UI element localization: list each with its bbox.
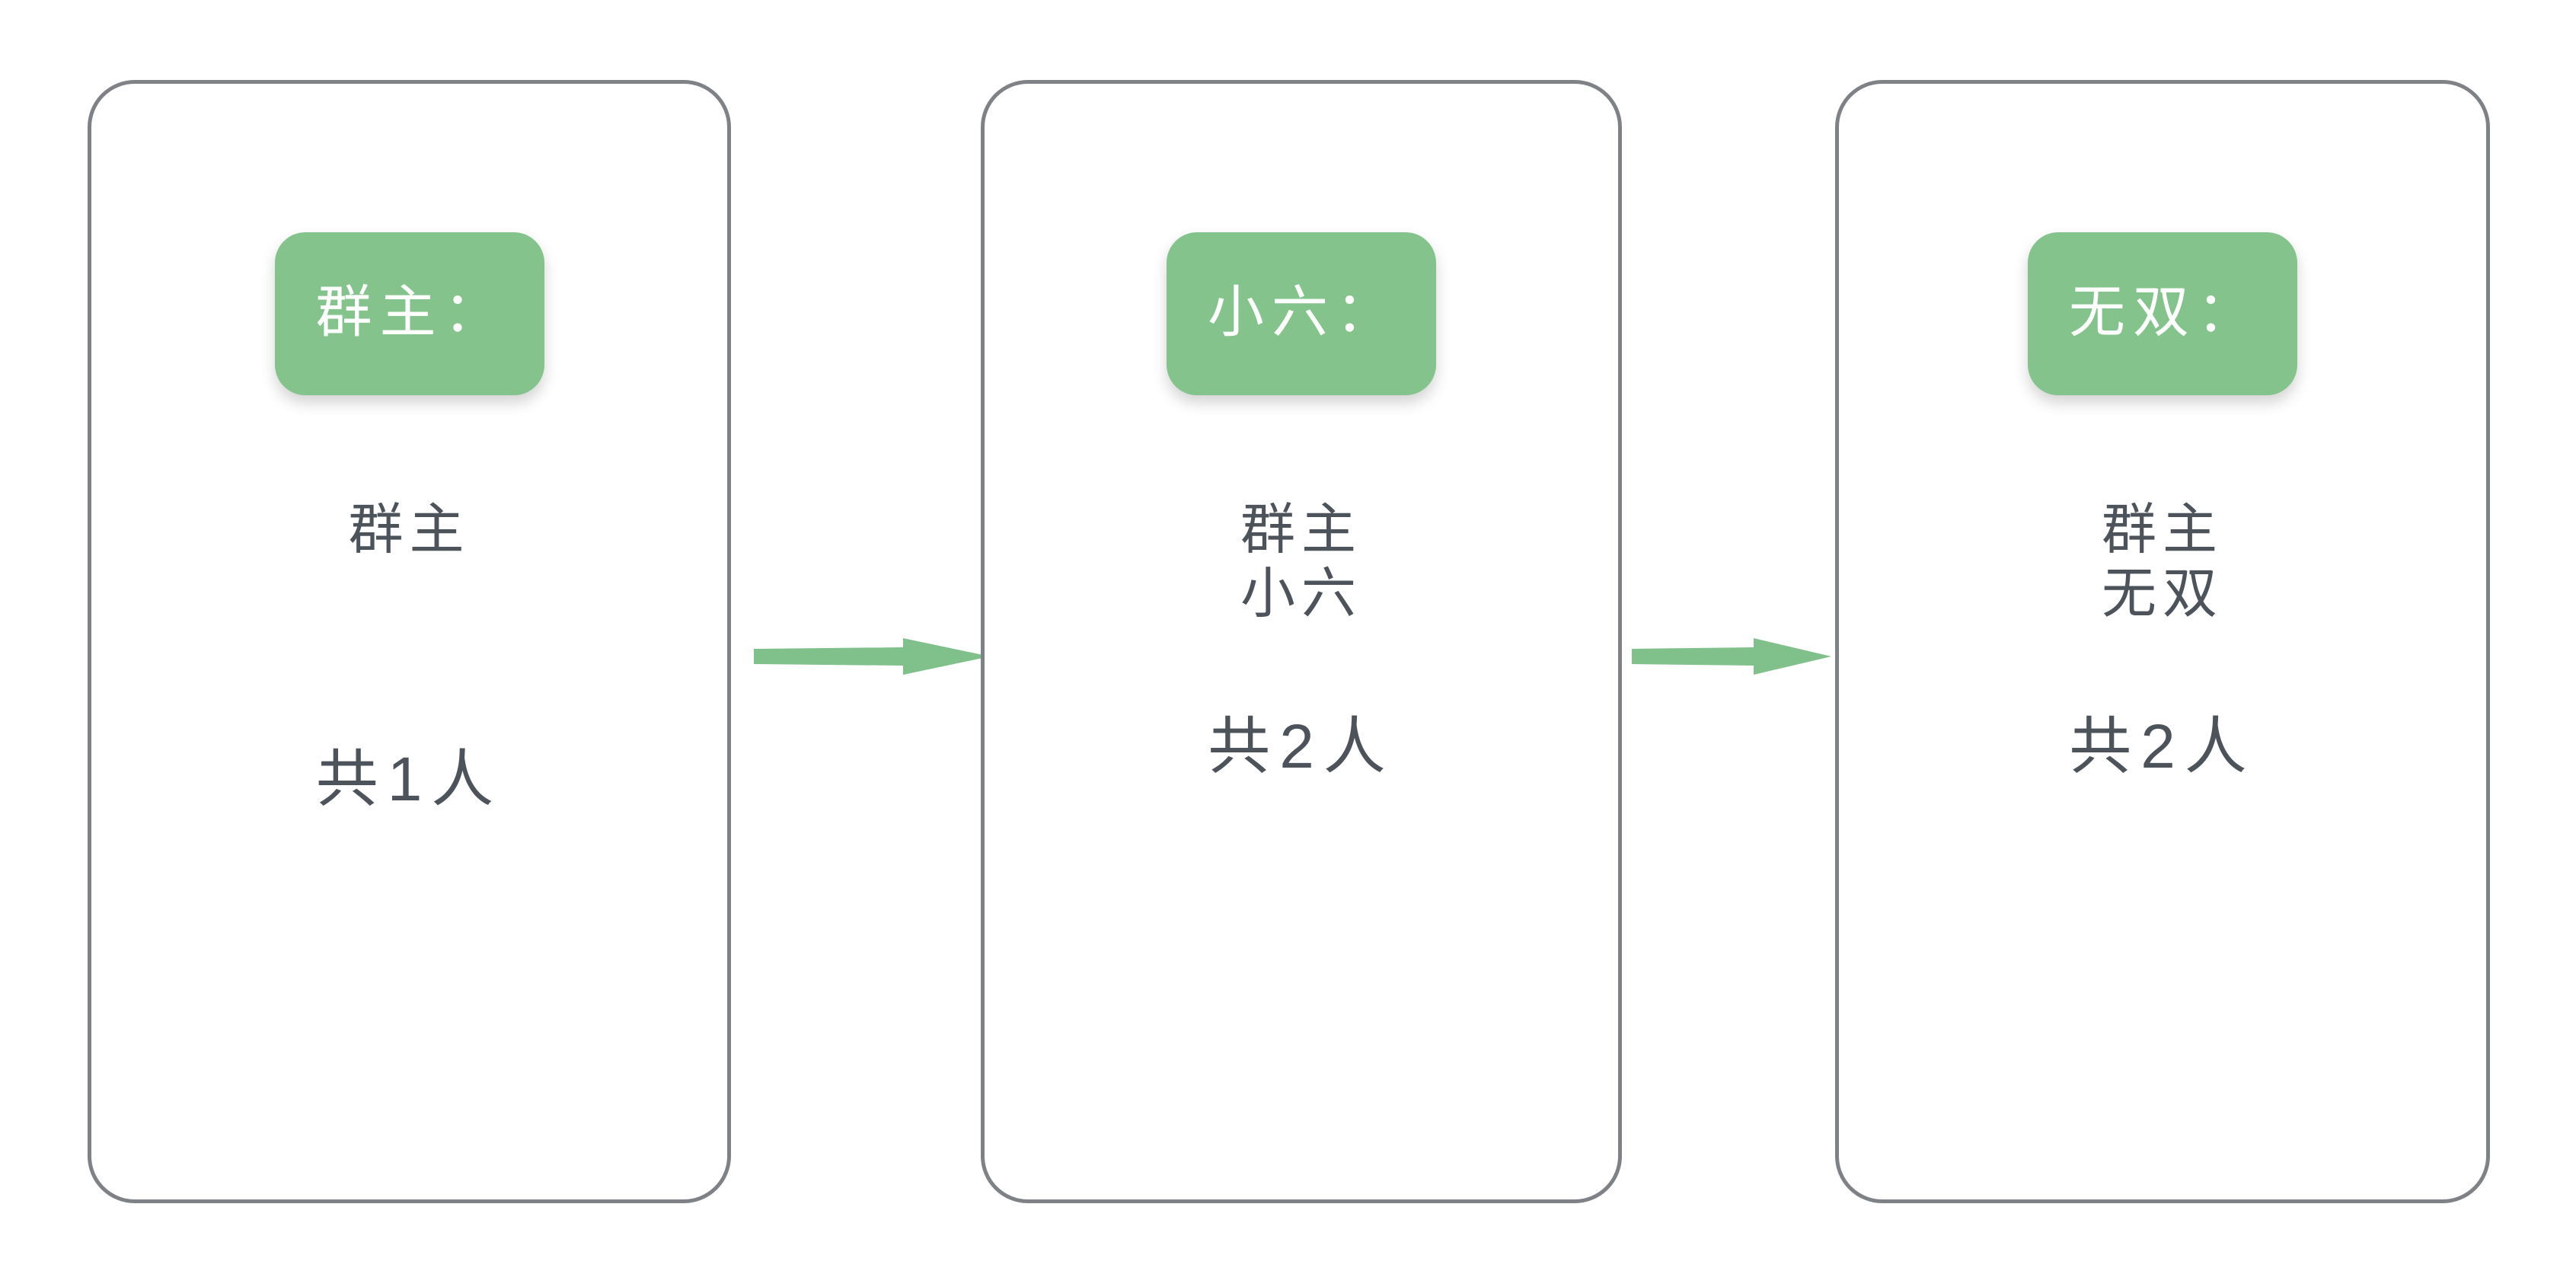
list-item: 无双 [2101,563,2223,624]
card-3-total-count: 共2人 [2069,712,2256,782]
list-item: 群主 [2101,500,2223,560]
card-3-member-list: 群主 无双 [2102,499,2223,626]
card-3-owner-badge: 无双： [2028,232,2297,395]
card-2-member-list: 群主 小六 [1240,499,1362,626]
list-item: 群主 [348,500,471,560]
list-item: 群主 [1240,500,1362,560]
member-card-1[interactable]: 群主： 群主 共1人 [88,80,731,1203]
card-2-total-count: 共2人 [1208,712,1395,782]
arrow-right-icon-2 [1632,638,1831,675]
arrow-right-icon-1 [754,638,990,675]
card-1-total-count: 共1人 [315,744,503,814]
card-2-owner-badge: 小六： [1167,232,1436,395]
card-1-owner-badge: 群主： [274,232,544,395]
card-1-member-list: 群主 [348,499,470,563]
list-item: 小六 [1240,563,1362,624]
member-card-3[interactable]: 无双： 群主 无双 共2人 [1835,80,2490,1203]
member-card-2[interactable]: 小六： 群主 小六 共2人 [981,80,1622,1203]
